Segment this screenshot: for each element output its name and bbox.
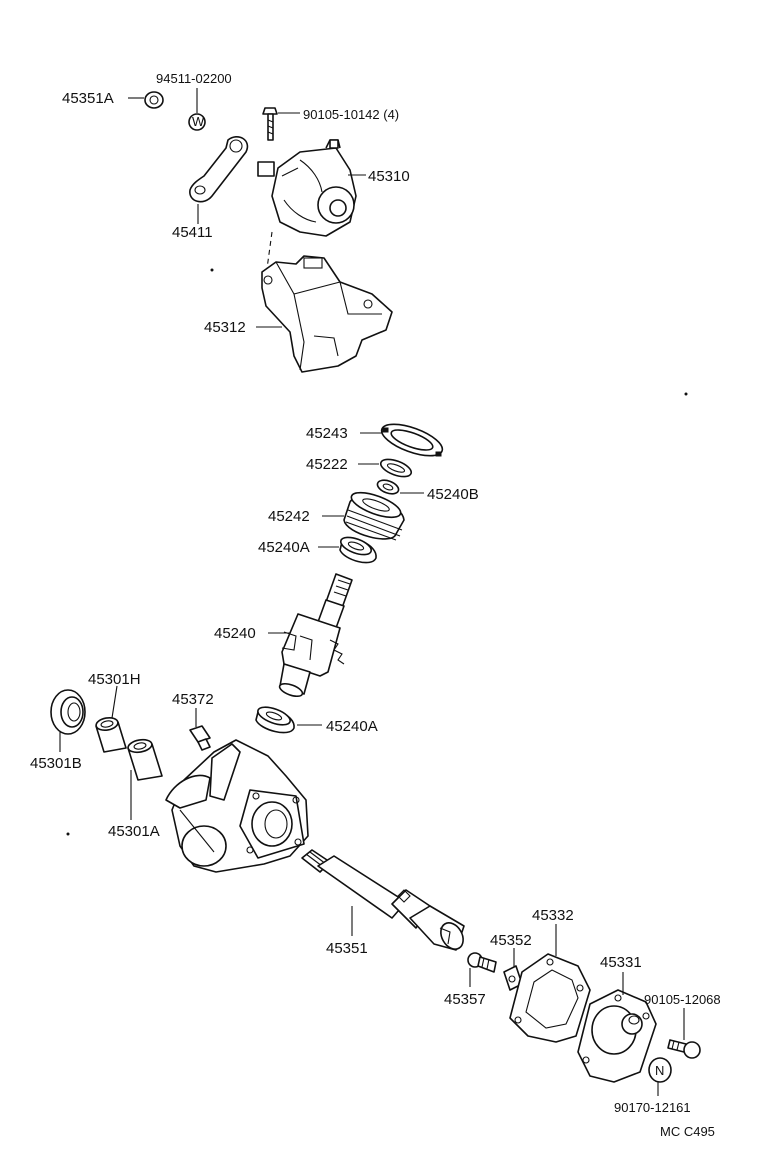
washer-mark: W xyxy=(192,114,205,129)
lock-nut-45243 xyxy=(380,423,444,457)
part-label-45240B: 45240B xyxy=(427,486,479,503)
part-label-45243: 45243 xyxy=(306,425,348,442)
part-label-45240: 45240 xyxy=(214,625,256,642)
part-label-45352: 45352 xyxy=(490,932,532,949)
part-label-45240A-lower: 45240A xyxy=(326,718,378,735)
part-label-45357: 45357 xyxy=(444,991,486,1008)
steering-gear-housing xyxy=(165,739,309,873)
part-label-90105-12068: 90105-12068 xyxy=(644,992,721,1007)
part-label-45351A: 45351A xyxy=(62,90,114,107)
part-label-45332: 45332 xyxy=(532,907,574,924)
bushing-45301H xyxy=(95,716,127,753)
part-label-45301H: 45301H xyxy=(88,671,141,688)
sector-shaft-45351 xyxy=(301,849,465,951)
scan-speck xyxy=(66,832,70,836)
worm-shaft-45240 xyxy=(278,573,353,698)
bearing-45240A-lower xyxy=(255,706,295,734)
part-label-45242: 45242 xyxy=(268,508,310,525)
part-label-45301A: 45301A xyxy=(108,823,160,840)
part-label-45331: 45331 xyxy=(600,954,642,971)
washer-94511-02200: W xyxy=(188,113,206,131)
part-label-45351: 45351 xyxy=(326,940,368,957)
gasket-45332 xyxy=(509,953,591,1043)
bearing-45240B xyxy=(376,479,400,495)
scan-speck xyxy=(684,392,688,396)
nut-45351A xyxy=(144,91,164,109)
side-cover-45331 xyxy=(577,989,657,1083)
seal-45222 xyxy=(379,458,413,478)
bolt-45357 xyxy=(467,952,497,973)
pitman-arm-45411 xyxy=(189,136,249,203)
part-label-45301B: 45301B xyxy=(30,755,82,772)
nut-mark: N xyxy=(655,1063,664,1078)
scan-speck xyxy=(210,268,214,272)
plug-45372 xyxy=(189,725,211,751)
part-label-90170-12161: 90170-12161 xyxy=(614,1100,691,1115)
nut-90170-12161: N xyxy=(648,1057,672,1083)
part-label-94511-02200: 94511-02200 xyxy=(156,71,232,86)
bracket-45312 xyxy=(261,255,393,373)
part-label-90105-10142: 90105-10142 (4) xyxy=(303,107,399,122)
part-label-45372: 45372 xyxy=(172,691,214,708)
gear-housing-45310 xyxy=(257,139,357,237)
bolt-90105-10142 xyxy=(262,107,278,141)
bearing-45240A-upper xyxy=(339,536,377,564)
figure-code: MC C495 xyxy=(660,1124,715,1139)
bolt-90105-12068 xyxy=(667,1039,701,1059)
part-label-45240A-upper: 45240A xyxy=(258,539,310,556)
part-label-45222: 45222 xyxy=(306,456,348,473)
oil-seal-45301B xyxy=(50,689,86,735)
part-label-45411: 45411 xyxy=(172,224,213,241)
part-label-45310: 45310 xyxy=(368,168,410,185)
bushing-45301A xyxy=(127,738,163,781)
adjusting-screw-45242 xyxy=(343,491,405,541)
part-label-45312: 45312 xyxy=(204,319,246,336)
